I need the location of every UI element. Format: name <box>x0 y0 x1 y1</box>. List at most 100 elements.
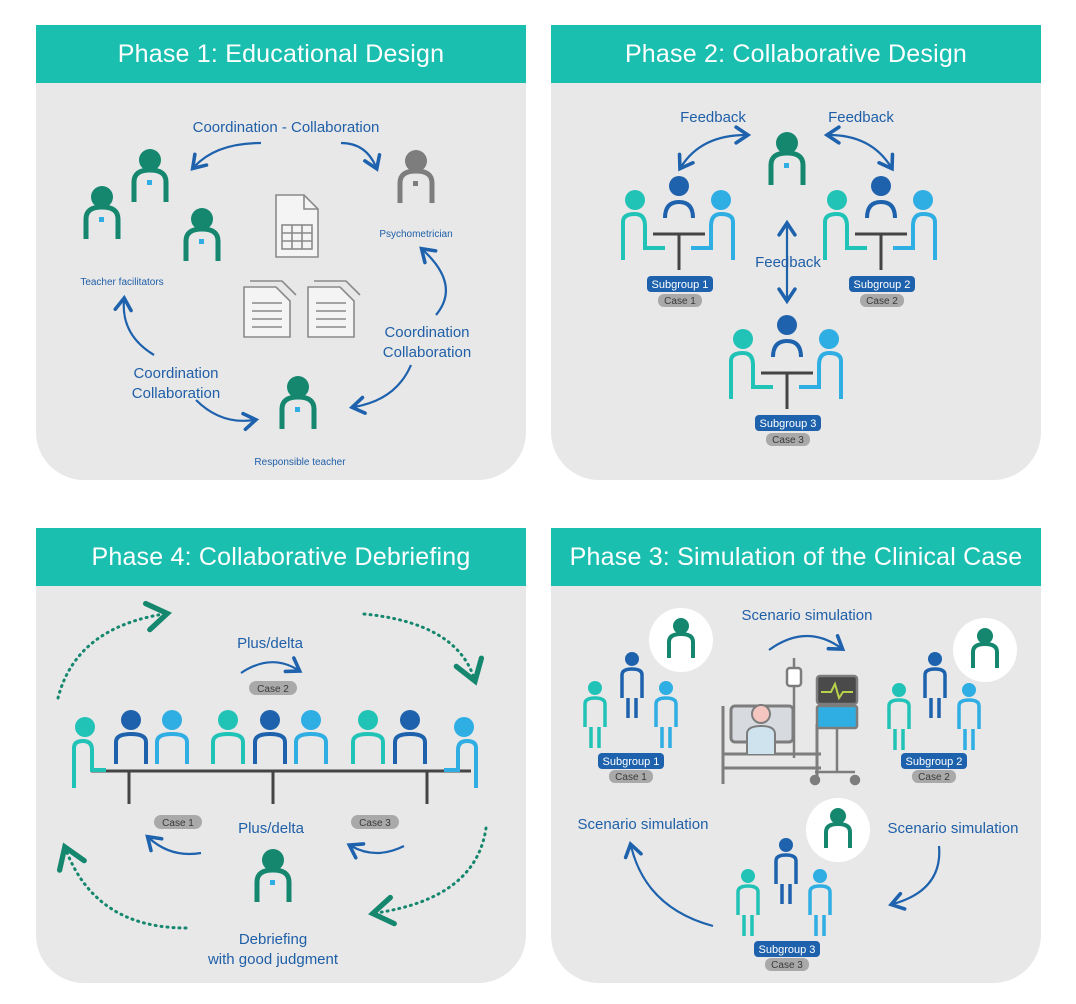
teacher-facilitator-icon <box>131 149 169 202</box>
arrow-right-up <box>419 246 448 316</box>
label-plus-delta-top: Plus/delta <box>237 635 304 652</box>
case1-badge <box>154 815 202 829</box>
phase3-diagram: Scenario simulation Scenario simulation … <box>578 607 1019 971</box>
subgroup1-standing-icon <box>583 652 678 748</box>
case3-label: Case 3 <box>771 960 803 971</box>
medical-monitor-icon <box>785 658 861 786</box>
subgroup1-table-icon <box>621 176 735 270</box>
scenario-arrow-top <box>768 634 846 652</box>
subgroup3-badge <box>754 941 820 957</box>
facilitator-icon <box>768 132 806 185</box>
spreadsheet-document-icon <box>275 194 319 258</box>
plus-delta-arrow-right <box>346 842 405 860</box>
label-debriefing: Debriefing <box>239 931 307 948</box>
label-feedback-right: Feedback <box>828 109 894 126</box>
subgroup1-label: Subgroup 1 <box>603 756 660 768</box>
phase3-panel: Phase 3: Simulation of the Clinical Case… <box>551 528 1041 983</box>
subgroup2-label: Subgroup 2 <box>906 756 963 768</box>
text-document-icon <box>307 280 361 338</box>
cycle-arrow-top-left <box>56 600 172 700</box>
label-feedback-left: Feedback <box>680 109 746 126</box>
subgroup2-badge <box>849 276 915 292</box>
case1-badge <box>658 294 702 307</box>
teacher-facilitator-icon <box>183 208 221 261</box>
subgroup2-table-icon <box>823 176 937 270</box>
scenario-arrow-left <box>623 840 714 928</box>
phase4-panel: Phase 4: Collaborative Debriefing Plus/d… <box>36 528 526 983</box>
phase4-title: Phase 4: Collaborative Debriefing <box>36 528 526 586</box>
facilitator-badge-icon <box>806 798 870 862</box>
phase3-title: Phase 3: Simulation of the Clinical Case <box>551 528 1041 586</box>
case2-label: Case 2 <box>918 772 950 783</box>
subgroup3-table-icon <box>729 315 843 409</box>
label-feedback-center: Feedback <box>755 254 821 271</box>
subgroup3-badge <box>755 415 821 431</box>
participants-row <box>72 710 478 788</box>
case1-badge <box>609 770 653 783</box>
phase1-panel: Phase 1: Educational Design Coordination… <box>36 25 526 480</box>
case3-badge <box>766 433 810 446</box>
facilitator-badge-icon <box>953 618 1017 682</box>
arrow-right-down <box>348 364 413 415</box>
case3-badge <box>765 958 809 971</box>
label-good-judgment: with good judgment <box>207 951 339 968</box>
case3-label: Case 3 <box>772 435 804 446</box>
cycle-arrow-bottom-left <box>56 842 188 930</box>
label-plus-delta-bottom: Plus/delta <box>238 820 305 837</box>
label-psychometrician: Psychometrician <box>379 229 452 240</box>
text-document-icon <box>243 280 297 338</box>
label-scenario-right: Scenario simulation <box>888 820 1019 837</box>
arrow-left-up <box>113 294 155 356</box>
subgroup1-label: Subgroup 1 <box>652 279 709 291</box>
label-top-coordination: Coordination - Collaboration <box>193 119 380 136</box>
feedback-arrow-right <box>823 125 895 172</box>
case1-label: Case 1 <box>664 296 696 307</box>
feedback-arrow-left <box>677 125 752 172</box>
phase1-diagram: Coordination - Collaboration Coordinatio… <box>80 119 471 468</box>
label-scenario-left: Scenario simulation <box>578 816 709 833</box>
facilitator-badge-icon <box>649 608 713 672</box>
teacher-facilitator-icon <box>83 186 121 239</box>
phase2-panel: Phase 2: Collaborative Design Feedback F… <box>551 25 1041 480</box>
case3-label: Case 3 <box>359 818 391 829</box>
phase1-title: Phase 1: Educational Design <box>36 25 526 83</box>
case3-badge <box>351 815 399 829</box>
plus-delta-arrow-left <box>145 834 202 856</box>
arrow-top-right <box>340 141 382 172</box>
phase2-title: Phase 2: Collaborative Design <box>551 25 1041 83</box>
case2-badge <box>249 681 297 695</box>
label-scenario-top: Scenario simulation <box>742 607 873 624</box>
arrow-top-left <box>190 141 262 171</box>
subgroup3-standing-icon <box>736 838 832 936</box>
subgroup2-standing-icon <box>887 652 981 750</box>
case1-label: Case 1 <box>615 772 647 783</box>
label-left-collaboration: Collaboration <box>132 385 220 402</box>
case2-badge <box>912 770 956 783</box>
label-teacher-facilitators: Teacher facilitators <box>80 277 163 288</box>
arrow-left-down <box>195 399 260 432</box>
label-left-coordination: Coordination <box>133 365 218 382</box>
psychometrician-icon <box>397 150 435 203</box>
cycle-arrow-bottom-right <box>368 826 488 927</box>
plus-delta-arrow-top <box>240 656 303 674</box>
case1-label: Case 1 <box>162 818 194 829</box>
label-responsible-teacher: Responsible teacher <box>254 457 346 468</box>
label-right-coordination: Coordination <box>384 324 469 341</box>
cycle-arrow-top-right <box>362 612 485 686</box>
subgroup3-label: Subgroup 3 <box>760 418 817 430</box>
subgroup1-badge <box>598 753 664 769</box>
responsible-teacher-icon <box>279 376 317 429</box>
phase2-diagram: Feedback Feedback Feedback <box>621 109 937 446</box>
case2-badge <box>860 294 904 307</box>
debriefing-facilitator-icon <box>254 849 292 902</box>
hospital-bed-icon <box>721 704 821 784</box>
label-right-collaboration: Collaboration <box>383 344 471 361</box>
phase4-diagram: Plus/delta Plus/delta Case 2 Case 1 Case… <box>56 600 488 968</box>
subgroup3-label: Subgroup 3 <box>759 944 816 956</box>
case2-label: Case 2 <box>257 684 289 695</box>
subgroup2-label: Subgroup 2 <box>854 279 911 291</box>
subgroup1-badge <box>647 276 713 292</box>
scenario-arrow-right <box>888 845 941 911</box>
subgroup2-badge <box>901 753 967 769</box>
case2-label: Case 2 <box>866 296 898 307</box>
